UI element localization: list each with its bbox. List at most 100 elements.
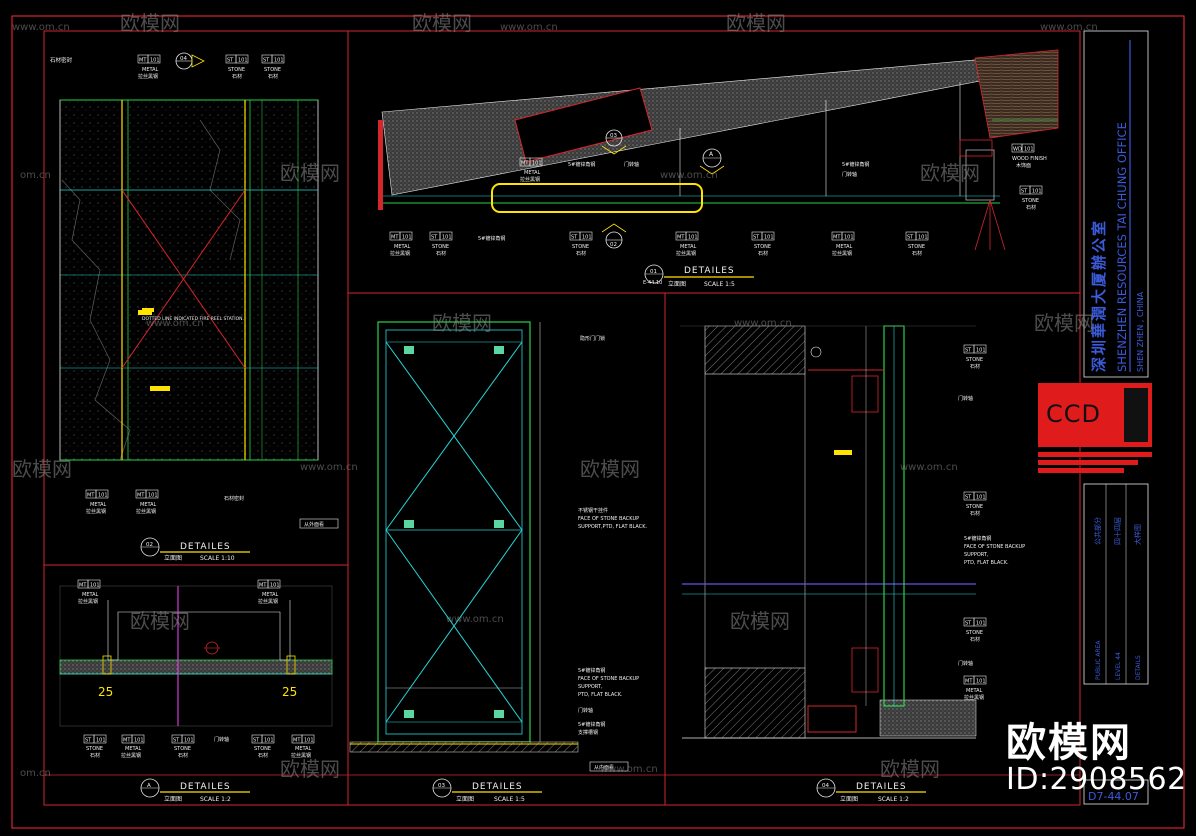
svg-text:不锈钢干挂件: 不锈钢干挂件 [578, 507, 608, 514]
svg-text:拉丝黑钢: 拉丝黑钢 [78, 598, 98, 605]
svg-text:www.om.cn: www.om.cn [446, 614, 504, 625]
svg-text:101: 101 [274, 58, 284, 64]
svg-text:101: 101 [150, 58, 160, 64]
svg-text:拉丝黑钢: 拉丝黑钢 [121, 752, 141, 759]
svg-text:STONE: STONE [754, 244, 771, 250]
detail-04-section [680, 325, 977, 739]
detail-A-title: A DETAILES 立面图 SCALE 1:2 [140, 778, 250, 803]
svg-text:101: 101 [918, 235, 928, 241]
svg-text:ST: ST [965, 348, 972, 354]
svg-text:101: 101 [264, 738, 274, 744]
svg-text:欧模网: 欧模网 [920, 161, 980, 185]
project-location: SHEN ZHEN , CHINA [1136, 291, 1145, 372]
svg-text:立面图: 立面图 [456, 795, 474, 803]
svg-text:石材: 石材 [90, 752, 100, 759]
svg-text:ST: ST [431, 235, 438, 241]
svg-text:公共部分: 公共部分 [1093, 517, 1102, 545]
svg-text:ST: ST [227, 58, 234, 64]
svg-text:101: 101 [90, 583, 100, 589]
svg-text:SCALE 1:10: SCALE 1:10 [200, 555, 235, 562]
svg-text:METAL: METAL [140, 502, 157, 508]
svg-text:拉丝黑钢: 拉丝黑钢 [964, 694, 984, 701]
svg-text:SUPPORT,: SUPPORT, [964, 552, 989, 558]
svg-text:ST: ST [753, 235, 760, 241]
svg-text:欧模网: 欧模网 [726, 11, 786, 35]
svg-text:WOOD FINISH: WOOD FINISH [1012, 156, 1047, 162]
svg-text:101: 101 [1032, 189, 1042, 195]
sheet-border [11, 15, 1185, 829]
svg-text:101: 101 [976, 621, 986, 627]
svg-text:拉丝黑钢: 拉丝黑钢 [520, 176, 540, 183]
svg-text:SUPPORT,: SUPPORT, [578, 684, 603, 690]
svg-text:FACE OF STONE BACKUP: FACE OF STONE BACKUP [964, 544, 1025, 550]
svg-text:5#镀锌角钢: 5#镀锌角钢 [842, 161, 869, 168]
project-title-cn: 深圳華潤大厦辦公室 [1090, 219, 1108, 372]
svg-text:立面图: 立面图 [164, 795, 182, 803]
svg-text:METAL: METAL [680, 244, 697, 250]
svg-text:5#镀锌角钢: 5#镀锌角钢 [578, 667, 605, 674]
svg-text:STONE: STONE [264, 67, 281, 73]
svg-text:www.om.cn: www.om.cn [660, 170, 718, 181]
svg-text:STONE: STONE [1022, 198, 1039, 204]
svg-text:A: A [709, 151, 714, 158]
svg-text:04: 04 [822, 783, 829, 789]
svg-text:METAL: METAL [142, 67, 159, 73]
svg-text:门转轴: 门转轴 [842, 171, 857, 178]
svg-text:从外面看: 从外面看 [304, 521, 324, 528]
watermark-logo: 欧模网 [1006, 720, 1132, 766]
svg-text:www.om.cn: www.om.cn [1040, 22, 1098, 33]
svg-text:5#镀锌角钢: 5#镀锌角钢 [964, 535, 991, 542]
svg-text:石材密封: 石材密封 [224, 495, 244, 502]
svg-text:03: 03 [610, 133, 617, 139]
svg-text:PTD, FLAT BLACK.: PTD, FLAT BLACK. [964, 560, 1009, 566]
svg-text:欧模网: 欧模网 [880, 757, 940, 781]
svg-text:MT: MT [833, 235, 841, 241]
svg-text:METAL: METAL [82, 592, 99, 598]
svg-text:石材: 石材 [178, 752, 188, 759]
svg-text:01: 01 [650, 269, 657, 275]
svg-text:MT: MT [79, 583, 87, 589]
svg-text:101: 101 [442, 235, 452, 241]
svg-text:om.cn: om.cn [20, 768, 51, 779]
svg-text:立面图: 立面图 [840, 795, 858, 803]
svg-text:门转轴: 门转轴 [624, 161, 639, 168]
svg-text:101: 101 [582, 235, 592, 241]
svg-text:www.om.cn: www.om.cn [734, 318, 792, 329]
svg-text:DETAILS: DETAILS [1135, 655, 1142, 680]
svg-text:大样图: 大样图 [1133, 524, 1142, 545]
svg-text:欧模网: 欧模网 [12, 457, 72, 481]
svg-text:E-44.10: E-44.10 [643, 280, 662, 286]
detail-04-notes: ST 101 STONE 石材 门转轴 ST 101 STONE 石材 5#镀锌… [958, 344, 1025, 701]
detail-04-title: 04 DETAILES 立面图 SCALE 1:2 [816, 778, 926, 803]
svg-text:MT: MT [139, 58, 147, 64]
ccd-logo: CCD [1046, 400, 1101, 428]
detail-03-notes: 隐形门门锁 不锈钢干挂件 FACE OF STONE BACKUP SUPPOR… [578, 335, 648, 772]
watermark-id: ID:2908562 [1006, 762, 1187, 797]
svg-text:石材: 石材 [758, 250, 768, 257]
svg-text:DETAILES: DETAILES [180, 542, 231, 552]
svg-text:欧模网: 欧模网 [280, 757, 340, 781]
svg-text:FACE OF STONE BACKUP: FACE OF STONE BACKUP [578, 516, 639, 522]
svg-text:SCALE 1:5: SCALE 1:5 [494, 796, 525, 803]
svg-text:04: 04 [180, 56, 187, 62]
svg-text:ST: ST [173, 738, 180, 744]
svg-text:STONE: STONE [86, 746, 103, 752]
detail-03-elevation [349, 321, 579, 753]
svg-text:STONE: STONE [966, 630, 983, 636]
svg-text:门转轴: 门转轴 [958, 395, 973, 402]
svg-text:STONE: STONE [966, 504, 983, 510]
svg-text:101: 101 [304, 738, 314, 744]
svg-text:101: 101 [976, 348, 986, 354]
svg-text:石材: 石材 [436, 250, 446, 257]
svg-text:02: 02 [146, 542, 153, 548]
detail-01-section [378, 49, 1059, 251]
svg-text:www.om.cn: www.om.cn [146, 318, 204, 329]
svg-text:WD: WD [1013, 147, 1022, 153]
svg-text:支撑槽钢: 支撑槽钢 [578, 729, 598, 736]
svg-text:101: 101 [98, 493, 108, 499]
svg-text:STONE: STONE [908, 244, 925, 250]
title-block: 深圳華潤大厦辦公室 SHENZHEN RESOURCES TAI CHUNG O… [1038, 30, 1152, 805]
svg-text:拉丝黑钢: 拉丝黑钢 [136, 508, 156, 515]
callout-03-marker: 03 [601, 129, 627, 155]
svg-text:25: 25 [98, 685, 113, 699]
